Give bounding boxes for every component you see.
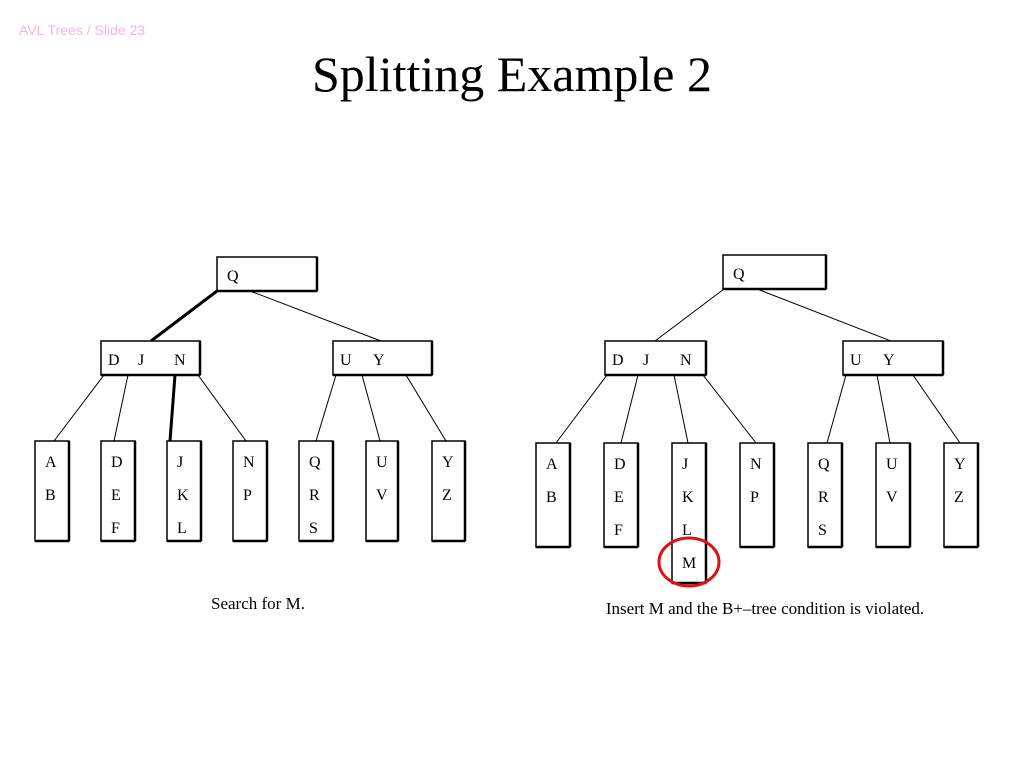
- leaf-key: N: [750, 456, 762, 473]
- internal-key: U: [340, 352, 352, 369]
- leaf-key: U: [886, 456, 898, 473]
- edge-to-leaf: [405, 374, 447, 442]
- edge-to-leaf: [113, 374, 129, 442]
- highlight-circle: [657, 536, 721, 588]
- leaf-key: Q: [818, 456, 830, 473]
- leaf-key: B: [546, 489, 557, 506]
- leaf-key: Y: [954, 456, 966, 473]
- leaf-key: K: [682, 489, 694, 506]
- internal-key: D: [108, 352, 120, 369]
- leaf-key: D: [111, 454, 123, 471]
- leaf-key: V: [886, 489, 898, 506]
- leaf-key: S: [309, 520, 318, 537]
- leaf-node: [34, 440, 70, 542]
- leaf-key: Y: [442, 454, 454, 471]
- internal-key: J: [643, 352, 649, 369]
- leaf-key: A: [45, 454, 57, 471]
- leaf-key: R: [818, 489, 829, 506]
- leaf-node: [603, 442, 639, 548]
- edge-to-leaf: [876, 374, 891, 444]
- edge-to-leaf: [53, 374, 105, 442]
- root-key: Q: [733, 266, 745, 283]
- leaf-key: F: [111, 520, 120, 537]
- edge-to-leaf: [197, 374, 247, 442]
- internal-key: Y: [883, 352, 895, 369]
- edge-root-left: [654, 288, 725, 342]
- leaf-key: P: [750, 489, 759, 506]
- internal-node: [100, 340, 201, 376]
- internal-key: N: [680, 352, 692, 369]
- leaf-key: S: [818, 522, 827, 539]
- slide-title: Splitting Example 2: [312, 46, 712, 102]
- edge-to-leaf: [826, 374, 847, 444]
- edge-root-right: [756, 288, 892, 342]
- leaf-key: N: [243, 454, 255, 471]
- leaf-key: A: [546, 456, 558, 473]
- root-node: [216, 256, 318, 292]
- edge-to-leaf: [315, 374, 337, 442]
- edge-search-path: [168, 374, 177, 442]
- leaf-key: V: [376, 487, 388, 504]
- leaf-key: P: [243, 487, 252, 504]
- leaf-node: [166, 440, 202, 542]
- internal-key: U: [850, 352, 862, 369]
- leaf-node: [875, 442, 911, 548]
- edge-to-leaf: [673, 374, 689, 444]
- internal-key: J: [138, 352, 144, 369]
- leaf-node: [431, 440, 466, 542]
- leaf-key: J: [682, 456, 688, 473]
- edge-to-leaf: [361, 374, 381, 442]
- internal-key: D: [612, 352, 624, 369]
- internal-key: Y: [373, 352, 385, 369]
- leaf-key: Z: [442, 487, 452, 504]
- leaf-key: D: [614, 456, 626, 473]
- leaf-key: K: [177, 487, 189, 504]
- leaf-key: R: [309, 487, 320, 504]
- leaf-key: M: [682, 555, 696, 572]
- leaf-key: J: [177, 454, 183, 471]
- edge-to-leaf: [620, 374, 639, 444]
- leaf-key: E: [614, 489, 624, 506]
- leaf-key: U: [376, 454, 388, 471]
- leaf-node: [298, 440, 334, 542]
- edge-root-right: [249, 290, 382, 342]
- leaf-key: F: [614, 522, 623, 539]
- leaf-node: [807, 442, 843, 548]
- leaf-key: L: [682, 522, 692, 539]
- root-key: Q: [227, 268, 239, 285]
- leaf-key: L: [177, 520, 187, 537]
- leaf-key: Z: [954, 489, 964, 506]
- edge-to-leaf: [702, 374, 757, 444]
- leaf-key: E: [111, 487, 121, 504]
- tree-caption: Search for M.: [211, 594, 305, 613]
- tree-caption: Insert M and the B+–tree condition is vi…: [606, 599, 924, 618]
- edge-to-leaf: [912, 374, 961, 444]
- leaf-key: Q: [309, 454, 321, 471]
- root-node: [722, 254, 827, 290]
- edge-to-leaf: [555, 374, 608, 444]
- leaf-key: B: [45, 487, 56, 504]
- slide-header: AVL Trees / Slide 23: [19, 22, 146, 38]
- edge-root-left: [150, 289, 218, 343]
- internal-key: N: [174, 352, 186, 369]
